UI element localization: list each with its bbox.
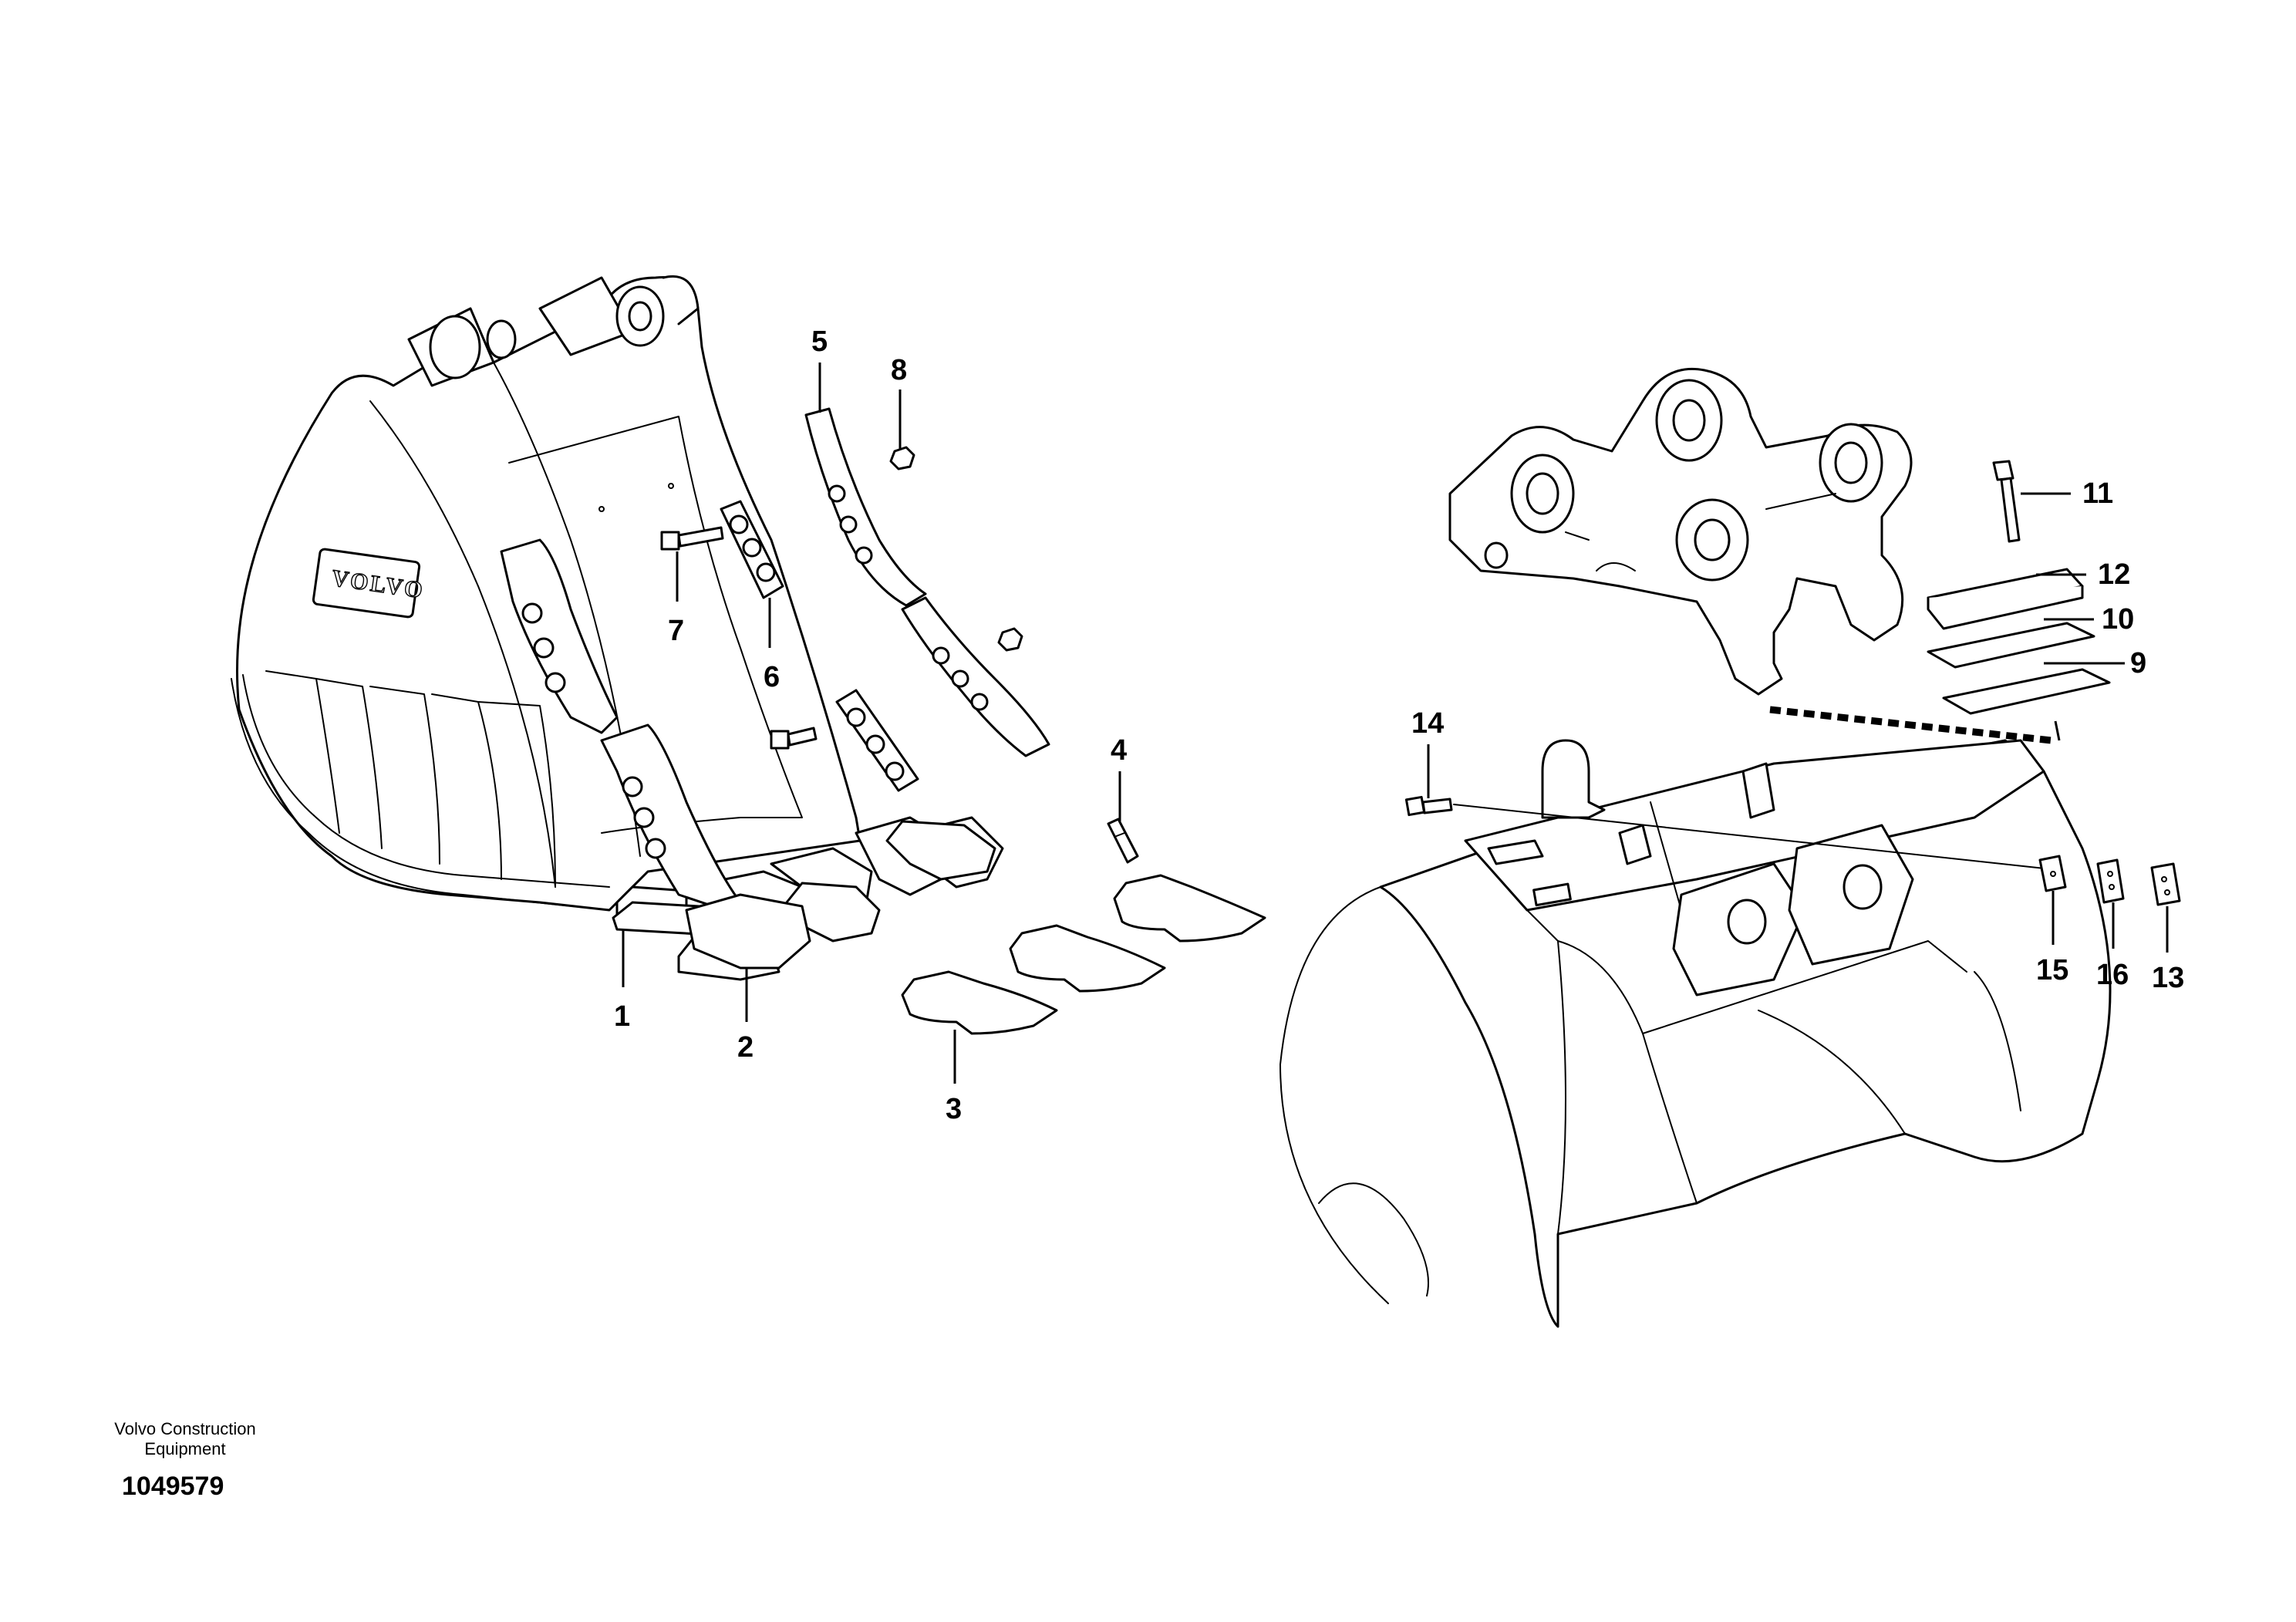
quick-coupler bbox=[1448, 367, 1913, 696]
bucket-left: VOLVO bbox=[231, 275, 1004, 981]
leader-lines bbox=[622, 363, 2169, 1084]
part-14-bolt bbox=[1404, 795, 2052, 870]
part-10-shim bbox=[1927, 622, 2095, 669]
callout-13: 13 bbox=[2152, 962, 2184, 994]
callout-3: 3 bbox=[946, 1093, 962, 1125]
side-cutter-upper bbox=[500, 538, 619, 734]
callout-4: 4 bbox=[1111, 734, 1127, 767]
part-13-plate bbox=[2150, 862, 2181, 906]
part-16-plate bbox=[2096, 858, 2125, 904]
callout-7: 7 bbox=[668, 615, 684, 647]
part-4-pin bbox=[1107, 818, 1139, 864]
callout-1: 1 bbox=[614, 1000, 630, 1033]
callout-10: 10 bbox=[2102, 603, 2134, 636]
side-cutter-lower bbox=[600, 723, 742, 912]
footer-block: Volvo Construction Equipment 1049579 bbox=[93, 1419, 278, 1502]
part-7-bolts bbox=[660, 526, 818, 750]
callout-8: 8 bbox=[891, 354, 907, 386]
callout-5: 5 bbox=[811, 325, 828, 358]
callout-15: 15 bbox=[2036, 954, 2068, 986]
callout-12: 12 bbox=[2098, 558, 2130, 591]
part-6-plates bbox=[720, 500, 919, 792]
part-2-shape bbox=[685, 893, 811, 969]
callout-9: 9 bbox=[2130, 647, 2146, 679]
part-11-bolt bbox=[1992, 460, 2021, 543]
bucket-right bbox=[1279, 739, 2112, 1328]
part-15-plate bbox=[2038, 855, 2067, 892]
part-3-teeth bbox=[901, 874, 1266, 1035]
company-name-line1: Volvo Construction bbox=[114, 1419, 256, 1438]
callout-14: 14 bbox=[1411, 707, 1444, 740]
company-name-line2: Equipment bbox=[144, 1439, 226, 1458]
illustration-number: 1049579 bbox=[122, 1472, 224, 1501]
callout-6: 6 bbox=[764, 661, 780, 693]
callout-numbers: 1 2 3 4 5 6 7 8 9 10 11 12 13 14 15 16 bbox=[614, 325, 2184, 1125]
callout-2: 2 bbox=[737, 1031, 754, 1064]
coupler-connection-dashed bbox=[1769, 706, 2055, 744]
part-5-side-cutters bbox=[804, 407, 1050, 757]
part-8-nuts bbox=[889, 446, 1023, 652]
callout-16: 16 bbox=[2096, 959, 2129, 991]
part-9-shim bbox=[1942, 668, 2111, 715]
callout-11: 11 bbox=[2082, 477, 2113, 510]
part-12-plate bbox=[1927, 568, 2084, 630]
